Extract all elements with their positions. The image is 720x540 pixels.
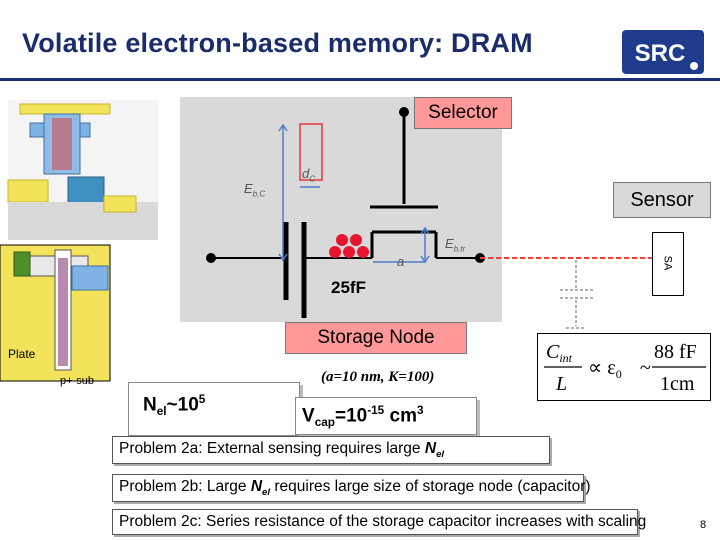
eb-c-label: Eb,C bbox=[244, 181, 266, 199]
svg-text:88 fF: 88 fF bbox=[654, 341, 697, 363]
src-logo: SRC bbox=[622, 30, 704, 74]
svg-text:∝ ε0: ∝ ε0 bbox=[588, 357, 622, 381]
svg-text:L: L bbox=[555, 373, 567, 395]
logo-text: SRC bbox=[635, 40, 686, 67]
slide-title: Volatile electron-based memory: DRAM bbox=[22, 28, 533, 58]
dimension-guides bbox=[278, 123, 430, 264]
vcap-box bbox=[295, 397, 477, 435]
nel-box bbox=[128, 382, 300, 436]
sense-amplifier-box bbox=[652, 232, 684, 296]
page-number: 8 bbox=[700, 519, 707, 531]
storage-node-label: Storage Node bbox=[285, 322, 467, 354]
geometry-parameters: (a=10 nm, K=100) bbox=[321, 369, 435, 385]
capacitor-volume: Vcap=10-15 cm3 bbox=[302, 404, 424, 430]
sa-label: SA bbox=[661, 255, 673, 271]
circuit-panel bbox=[180, 97, 502, 322]
problem-2c: Problem 2c: Series resistance of the sto… bbox=[112, 509, 646, 535]
capacitance-formula: Cint L ∝ ε0 ~ 88 fF 1cm bbox=[537, 333, 711, 401]
selector-node bbox=[399, 107, 409, 117]
sensor-label: Sensor bbox=[613, 182, 711, 218]
psub-label: p+-sub bbox=[60, 375, 94, 387]
electron-count: Nel~105 bbox=[143, 393, 206, 419]
a-label: a bbox=[397, 254, 405, 269]
selector-transistor bbox=[370, 112, 438, 258]
eb-tr-label: Eb,tr bbox=[445, 236, 466, 254]
problem-2b: Problem 2b: Large Nel requires large siz… bbox=[112, 474, 591, 503]
svg-text:~: ~ bbox=[640, 357, 651, 379]
dc-label: dC bbox=[302, 166, 316, 184]
svg-text:Cint: Cint bbox=[546, 341, 573, 365]
stored-electrons bbox=[329, 234, 369, 258]
selector-label: Selector bbox=[414, 97, 512, 129]
device-3d-illustration bbox=[7, 100, 158, 240]
svg-text:1cm: 1cm bbox=[660, 373, 695, 395]
plate-label: Plate bbox=[8, 347, 36, 361]
problem-2a: Problem 2a: External sensing requires la… bbox=[112, 436, 550, 465]
title-underline bbox=[0, 78, 720, 81]
plate-node bbox=[206, 253, 216, 263]
device-cross-section: Plate p+-sub bbox=[0, 244, 111, 387]
dc-highlight bbox=[299, 123, 323, 181]
parasitic-capacitor bbox=[560, 260, 594, 329]
capacitance-label: 25fF bbox=[331, 278, 366, 297]
